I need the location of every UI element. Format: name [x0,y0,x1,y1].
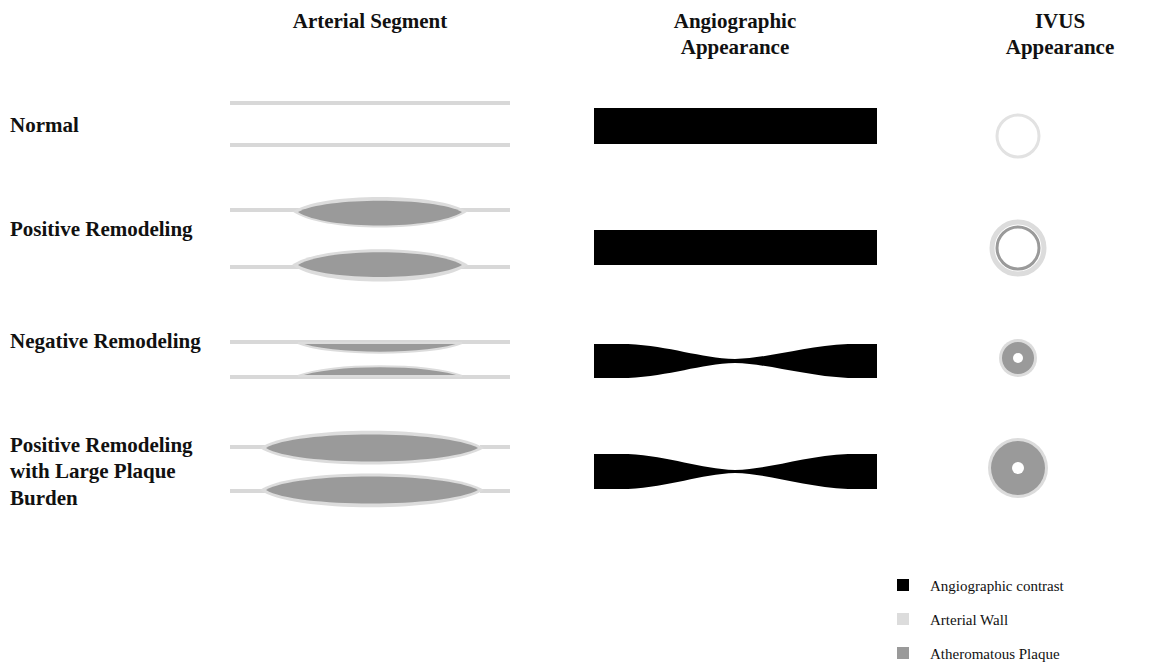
legend-text: Atheromatous Plaque [930,645,1060,663]
column-heading: Arterial Segment [230,8,510,34]
row-label: Positive Remodeling [10,216,210,242]
ivus [988,115,1048,498]
row-label: Normal [10,112,210,138]
positive-remodeling-segment [230,197,510,282]
legend-swatch [897,613,909,625]
normal-segment [230,103,510,145]
large-plaque-segment [230,431,510,508]
legend-text: Arterial Wall [930,611,1008,629]
legend-swatch [897,579,909,591]
column-heading: IVUS Appearance [1000,8,1120,61]
row-label: Negative Remodeling [10,328,210,354]
angiogram [594,108,877,489]
legend-swatch [897,647,909,659]
negative-remodeling-segment [230,342,510,377]
row-label: Positive Remodeling with Large Plaque Bu… [10,432,210,511]
column-heading: Angiographic Appearance [660,8,810,61]
legend-text: Angiographic contrast [930,577,1064,595]
